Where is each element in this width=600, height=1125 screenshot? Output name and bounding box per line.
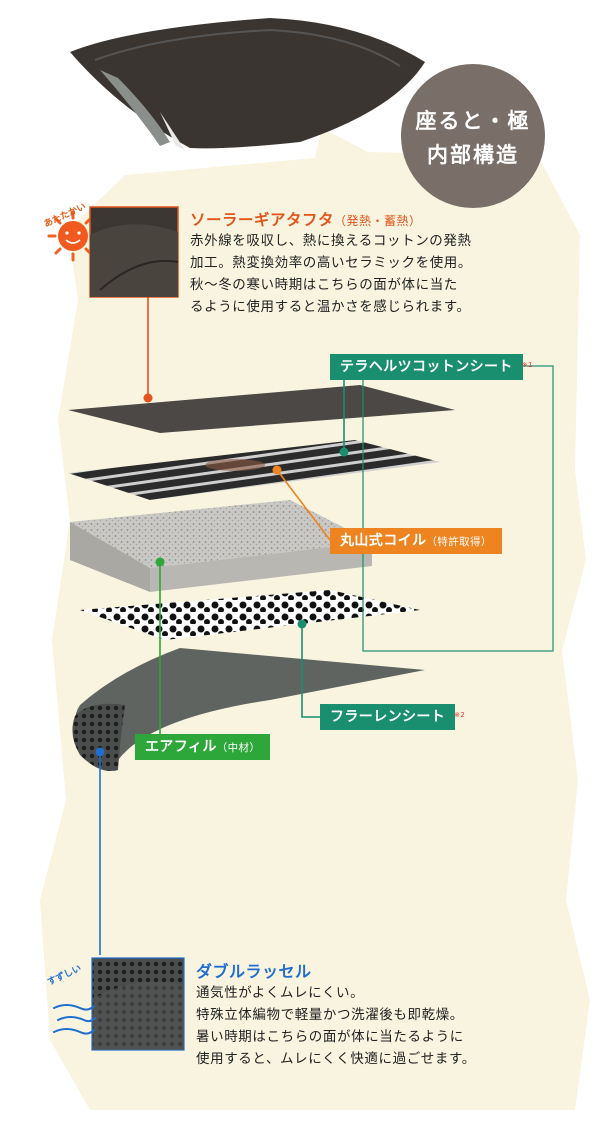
- solar-swatch: [89, 206, 179, 298]
- russell-note-2: 使用すると、ムレにくく快適に過ごせます。: [196, 1051, 476, 1067]
- russell-description: ダブルラッセル 通気性がよくムレにくい。 特殊立体編物で軽量かつ洗濯後も即乾燥。…: [196, 958, 536, 1070]
- solar-title: ソーラーギアタフタ（発熱・蓄熱）: [190, 211, 422, 229]
- solar-desc-1: 赤外線を吸収し、熱に換えるコットンの発熱: [190, 233, 472, 249]
- airfill-tag: エアフィル（中材）: [135, 734, 271, 760]
- fullerene-mark: ※2: [454, 711, 466, 719]
- solar-note-2: るように使用すると温かさを感じられます。: [190, 299, 471, 315]
- cushion-image: [70, 18, 425, 150]
- solar-desc-2: 加工。熱変換効率の高いセラミックを使用。: [190, 255, 472, 271]
- russell-swatch: [91, 957, 185, 1051]
- badge-line1: 座ると・極: [415, 109, 531, 133]
- terra-tag: テラヘルツコットンシート※1: [330, 354, 532, 380]
- fullerene-tag: フラーレンシート※2: [320, 704, 465, 730]
- layer-airfill: [70, 500, 372, 592]
- russell-title: ダブルラッセル: [196, 962, 312, 981]
- russell-note-1: 暑い時期はこちらの面が体に当たるように: [196, 1029, 464, 1045]
- russell-desc-2: 特殊立体編物で軽量かつ洗濯後も即乾燥。: [196, 1007, 464, 1023]
- wind-icon: [53, 1004, 96, 1035]
- solar-note-1: 秋〜冬の寒い時期はこちらの面が体に当た: [190, 277, 458, 293]
- russell-desc-1: 通気性がよくムレにくい。: [196, 985, 365, 1001]
- solar-description: ソーラーギアタフタ（発熱・蓄熱） 赤外線を吸収し、熱に換えるコットンの発熱 加工…: [190, 208, 520, 318]
- solar-title-note: （発熱・蓄熱）: [334, 214, 422, 228]
- badge-line2: 内部構造: [427, 143, 519, 167]
- airfill-note: （中材）: [216, 742, 261, 754]
- coil-note: （特許取得）: [426, 536, 492, 548]
- line-coil: [276, 469, 331, 541]
- badge-circle: [401, 64, 545, 208]
- terra-mark: ※1: [521, 361, 533, 369]
- coil-tag: 丸山式コイル（特許取得）: [330, 528, 502, 554]
- line-fullerene: [301, 624, 320, 718]
- badge-label: 座ると・極 内部構造: [400, 104, 546, 172]
- layer-fullerene: [80, 590, 420, 640]
- layer-taffeta: [68, 385, 455, 433]
- layer-russell: [72, 648, 425, 771]
